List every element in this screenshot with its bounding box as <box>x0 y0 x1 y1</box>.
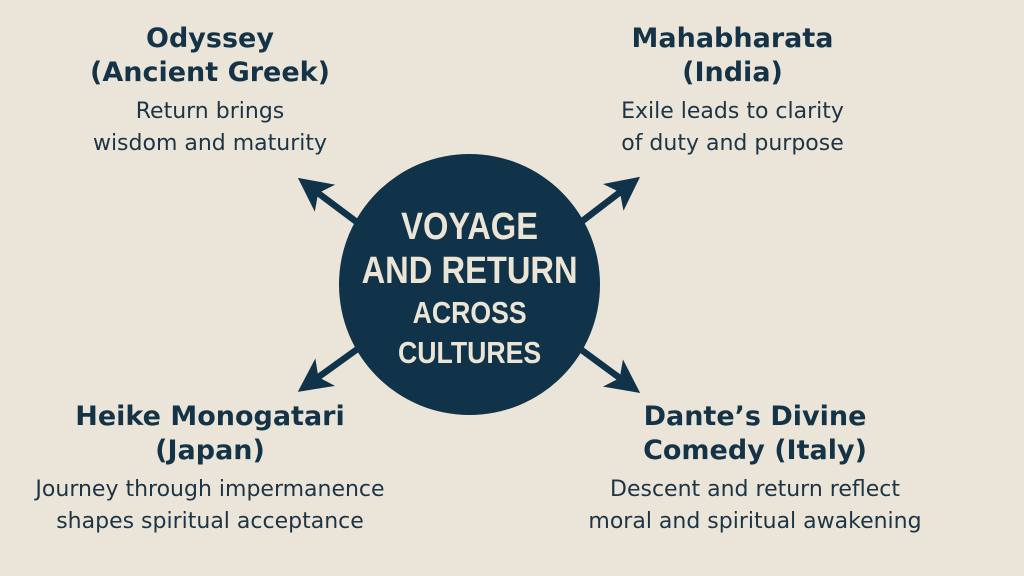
node-mahabharata: Mahabharata (India) Exile leads to clari… <box>560 22 905 160</box>
node-title-line: Mahabharata <box>631 23 834 54</box>
node-description: Descent and return reflect moral and spi… <box>540 474 970 538</box>
central-hub-circle: VOYAGE AND RETURN ACROSS CULTURES <box>339 154 600 415</box>
node-heike-monogatari: Heike Monogatari (Japan) Journey through… <box>0 400 420 538</box>
node-title-line: Odyssey <box>146 23 274 54</box>
node-title-line: (Ancient Greek) <box>90 57 330 88</box>
node-desc-line: of duty and purpose <box>621 131 844 156</box>
node-desc-line: Exile leads to clarity <box>621 99 844 124</box>
node-desc-line: moral and spiritual awakening <box>588 509 922 534</box>
node-title: Heike Monogatari (Japan) <box>0 400 420 468</box>
hub-title-line: ACROSS <box>412 294 527 330</box>
hub-title: VOYAGE AND RETURN ACROSS CULTURES <box>361 205 577 373</box>
node-title-line: Dante’s Divine <box>643 401 867 432</box>
node-title: Odyssey (Ancient Greek) <box>40 22 380 90</box>
node-title-line: Heike Monogatari <box>75 401 345 432</box>
hub-title-line: AND RETURN <box>361 249 578 292</box>
node-title-line: Comedy (Italy) <box>643 435 867 466</box>
node-title: Mahabharata (India) <box>560 22 905 90</box>
node-description: Exile leads to clarity of duty and purpo… <box>560 96 905 160</box>
node-divine-comedy: Dante’s Divine Comedy (Italy) Descent an… <box>540 400 970 538</box>
node-description: Return brings wisdom and maturity <box>40 96 380 160</box>
node-title-line: (Japan) <box>155 435 265 466</box>
node-desc-line: shapes spiritual acceptance <box>56 509 364 534</box>
node-title: Dante’s Divine Comedy (Italy) <box>540 400 970 468</box>
node-desc-line: Descent and return reflect <box>610 477 900 502</box>
node-odyssey: Odyssey (Ancient Greek) Return brings wi… <box>40 22 380 160</box>
node-desc-line: wisdom and maturity <box>92 131 328 156</box>
node-desc-line: Return brings <box>135 99 285 124</box>
node-desc-line: Journey through impermanence <box>35 477 385 502</box>
node-title-line: (India) <box>682 57 783 88</box>
hub-title-line: VOYAGE <box>401 205 538 248</box>
hub-title-line: CULTURES <box>397 334 542 370</box>
node-description: Journey through impermanence shapes spir… <box>0 474 420 538</box>
